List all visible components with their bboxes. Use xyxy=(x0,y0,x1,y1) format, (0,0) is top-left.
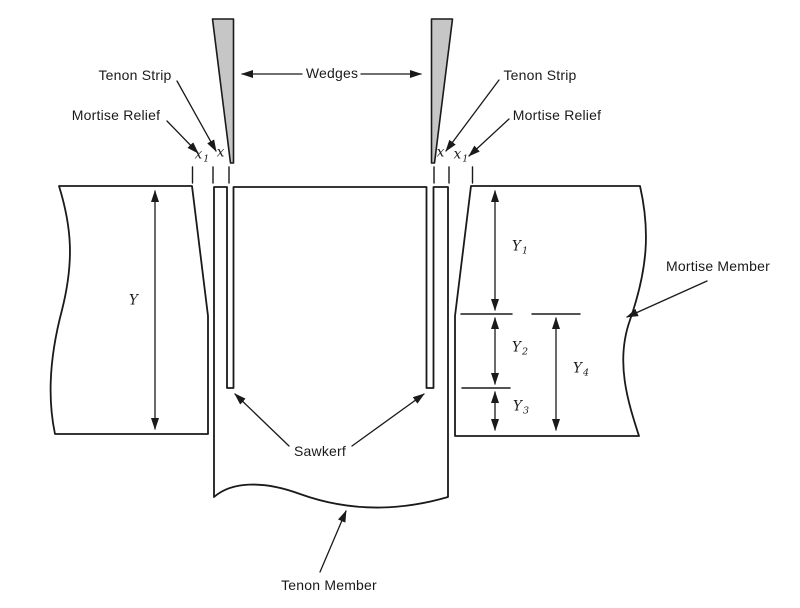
dim-base: Y xyxy=(513,398,522,415)
dim-label-y1: Y1 xyxy=(512,240,528,256)
leader-tenon-member xyxy=(319,510,347,573)
dimension-ticks xyxy=(191,166,474,184)
dim-label-y3: Y3 xyxy=(513,400,529,416)
leader-sawkerf-right xyxy=(351,393,425,447)
dim-base: Y xyxy=(512,339,521,356)
label-mortise-relief-left: Mortise Relief xyxy=(71,107,161,123)
dim-base: x xyxy=(194,146,203,163)
label-sawkerf: Sawkerf xyxy=(294,443,346,459)
reference-lines xyxy=(460,313,581,389)
label-mortise-relief-right: Mortise Relief xyxy=(512,107,602,123)
dim-base: Y xyxy=(512,238,521,255)
dim-sub: 3 xyxy=(522,405,529,417)
wedge-left-shape xyxy=(211,18,235,164)
label-tenon-member: Tenon Member xyxy=(281,577,377,593)
label-mortise-member: Mortise Member xyxy=(666,258,770,274)
label-wedges: Wedges xyxy=(305,65,359,81)
leader-sawkerf-left xyxy=(234,393,290,447)
tenon-member-shape xyxy=(213,186,449,509)
dim-sub: 4 xyxy=(582,367,589,379)
dim-label-y4: Y4 xyxy=(573,362,589,378)
leader-tenon-strip-left xyxy=(176,80,217,152)
mortise-member-right-shape xyxy=(454,185,647,437)
dim-sub: 1 xyxy=(521,245,528,257)
leader-tenon-strip-right xyxy=(445,79,500,152)
dim-sub: 1 xyxy=(203,153,210,165)
dim-label-y2: Y2 xyxy=(512,341,528,357)
leader-mortise-relief-left xyxy=(166,120,199,154)
wedge-right-shape xyxy=(430,18,454,164)
dim-label-x1-right: x1 xyxy=(454,148,469,164)
dim-sub: 2 xyxy=(521,346,528,358)
dim-base: x xyxy=(453,146,462,163)
label-tenon-strip-right: Tenon Strip xyxy=(503,67,577,83)
dim-base: x xyxy=(216,144,225,161)
label-tenon-strip-left: Tenon Strip xyxy=(98,67,172,83)
dimension-arrows xyxy=(151,190,560,431)
dim-label-x1-left: x1 xyxy=(195,148,210,164)
dim-sub: 1 xyxy=(462,153,469,165)
dim-base: Y xyxy=(573,360,582,377)
leader-arrows xyxy=(166,70,708,573)
mortise-member-left-shape xyxy=(49,185,209,435)
dim-base: x xyxy=(436,144,445,161)
dim-label-x-right: x xyxy=(437,146,446,162)
dim-base: Y xyxy=(129,292,138,309)
dim-label-y: Y xyxy=(129,294,139,310)
dim-label-x-left: x xyxy=(217,146,226,162)
leader-mortise-member xyxy=(626,280,708,318)
leader-mortise-relief-right xyxy=(468,118,510,157)
